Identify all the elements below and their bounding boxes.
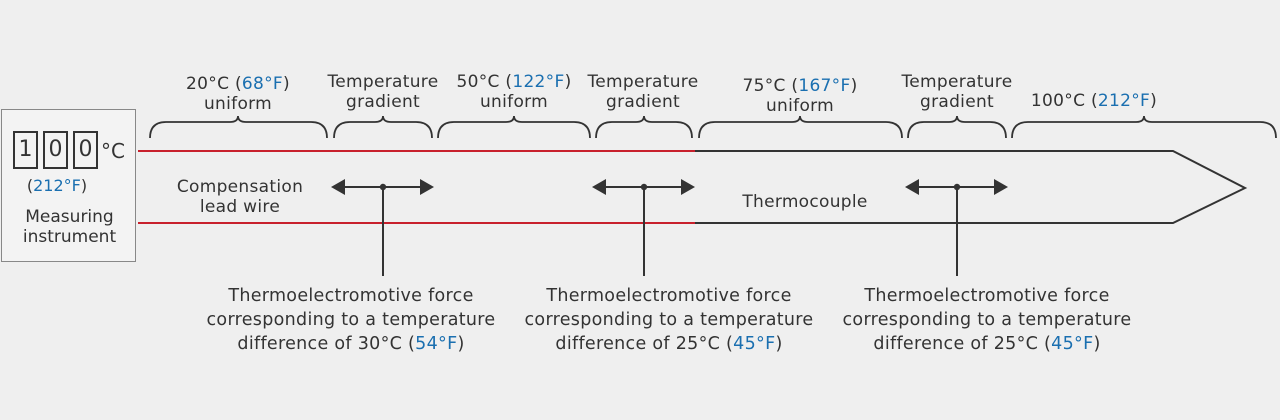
display-digit-3: 0	[73, 131, 98, 169]
brace-zone-7	[1011, 115, 1277, 139]
gradient-arrow-3	[905, 179, 1008, 276]
display-digit-2: 0	[43, 131, 68, 169]
display-digit-1: 1	[13, 131, 38, 169]
brace-zone-4	[595, 115, 693, 139]
emf-note-2: Thermoelectromotive force corresponding …	[524, 286, 814, 354]
brace-zone-2	[333, 115, 433, 139]
brace-zone-6	[907, 115, 1007, 139]
compensation-lead-wire-label: Compensation lead wire	[176, 177, 304, 217]
measuring-instrument: 1 0 0 °C (212°F) Measuring instrument	[1, 109, 136, 262]
zone-braces	[149, 115, 1277, 139]
gradient-arrow-1	[331, 179, 434, 276]
brace-zone-1	[149, 115, 328, 139]
thermocouple-label: Thermocouple	[742, 192, 868, 212]
zone-label-7: 100°C (212°F)	[1030, 91, 1158, 111]
thermocouple-body	[695, 150, 1248, 224]
gradient-arrow-2	[592, 179, 695, 276]
brace-zone-5	[698, 115, 903, 139]
display-fahrenheit: (212°F)	[26, 176, 88, 195]
zone-label-5: 75°C (167°F) uniform	[742, 76, 858, 116]
zone-label-3: 50°C (122°F) uniform	[456, 72, 572, 112]
display-unit: °C	[101, 139, 125, 163]
emf-note-3: Thermoelectromotive force corresponding …	[842, 286, 1132, 354]
zone-label-6: Temperature gradient	[901, 72, 1013, 112]
instrument-label: Measuring instrument	[22, 207, 117, 247]
emf-note-1: Thermoelectromotive force corresponding …	[206, 286, 496, 354]
zone-label-2: Temperature gradient	[327, 72, 439, 112]
brace-zone-3	[437, 115, 591, 139]
zone-label-4: Temperature gradient	[587, 72, 699, 112]
zone-label-1: 20°C (68°F) uniform	[186, 74, 290, 114]
